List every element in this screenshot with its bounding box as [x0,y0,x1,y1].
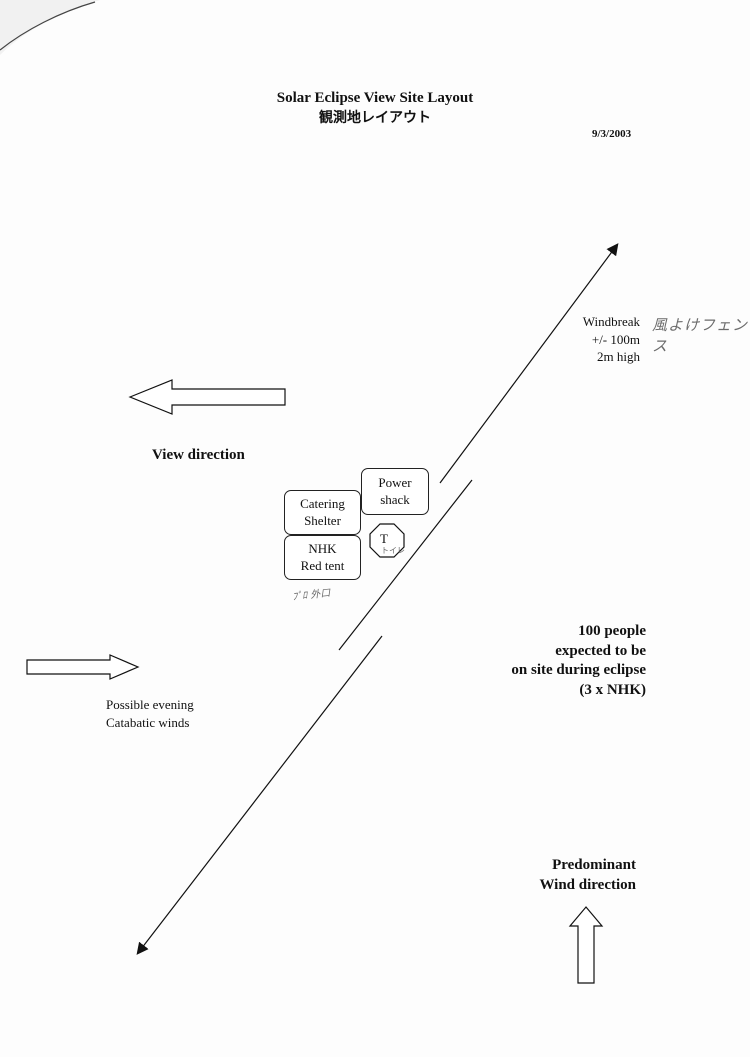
windbreak-label-line: Windbreak [582,314,640,329]
power-shack-box: Power shack [361,468,429,515]
catering-shelter-label-line: Catering [300,495,345,511]
evening-wind-arrow [26,654,140,680]
people-expected-note: 100 people expected to be on site during… [476,622,646,700]
people-note-line: 100 people [578,623,646,639]
page-title: Solar Eclipse View Site Layout [276,90,474,106]
predominant-wind-label: Predominant Wind direction [506,856,636,895]
corner-fold-mark [0,0,100,55]
people-note-line: (3 x NHK) [579,681,646,698]
windbreak-handwritten-note: 風よけフェンス [652,316,749,355]
page-title-japanese: 観測地レイアウト [319,110,431,126]
wind-label-line: Wind direction [539,876,636,893]
predominant-wind-arrow [568,906,604,984]
catering-shelter-label-line: Shelter [304,512,341,528]
windbreak-label: Windbreak +/- 100m 2m high [548,313,640,366]
evening-winds-line: Possible evening [106,697,194,712]
catering-shelter-box: Catering Shelter [284,490,361,535]
windbreak-middle-segment [338,479,473,651]
power-shack-label-line: Power [378,474,412,490]
windbreak-lower-segment [136,635,383,955]
toilet-handwritten-note: トイレ [381,546,405,555]
toilet-octagon [369,523,405,558]
evening-winds-note: Possible evening Catabatic winds [106,696,194,731]
nhk-tent-label-line: Red tent [300,557,345,573]
nhk-red-tent-box: NHK Red tent [284,535,361,580]
toilet-label: T [380,531,388,546]
windbreak-label-line: 2m high [597,349,640,365]
wind-label-line: Predominant [552,857,636,873]
view-direction-label: View direction [152,447,245,463]
windbreak-label-line: +/- 100m [591,331,640,347]
windbreak-upper-segment [439,243,619,484]
people-note-line: expected to be [555,642,646,659]
evening-winds-line: Catabatic winds [106,714,190,730]
power-shack-label-line: shack [380,491,410,507]
people-note-line: on site during eclipse [511,662,646,678]
document-date: 9/3/2003 [592,128,632,140]
nhk-tent-label-line: NHK [308,540,337,556]
view-direction-arrow [128,379,286,415]
